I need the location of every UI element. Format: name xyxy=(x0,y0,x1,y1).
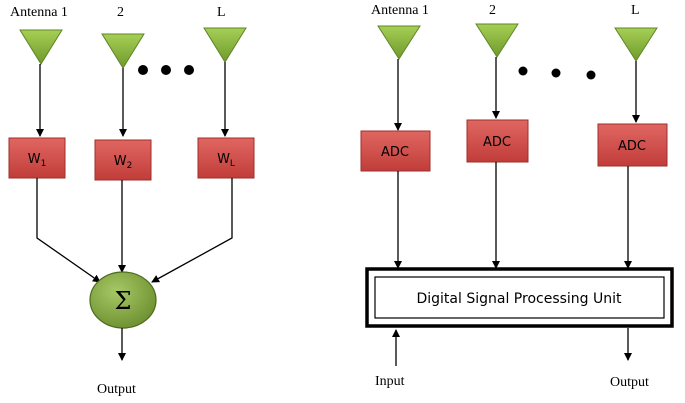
antenna-icon xyxy=(377,25,421,60)
signal-arrow xyxy=(36,178,101,283)
analog-output-label: Output xyxy=(97,382,136,397)
digital-antenna-label-1: Antenna 1 xyxy=(371,3,429,18)
adc-label-1: ADC xyxy=(381,145,409,160)
adc-box-2 xyxy=(466,119,529,163)
signal-arrow xyxy=(151,178,233,283)
antenna-icon xyxy=(475,23,519,58)
weight-label-1: W1 xyxy=(28,152,47,169)
ellipsis-dot xyxy=(161,65,171,75)
adc-box-1 xyxy=(360,130,431,172)
ellipsis-dot xyxy=(184,65,194,75)
weight-label-L: WL xyxy=(217,152,235,169)
summer-node xyxy=(89,271,157,329)
digital-antenna-label-2: 2 xyxy=(489,3,496,18)
analog-antenna-label-2: 2 xyxy=(117,5,124,20)
analog-antenna-label-L: L xyxy=(217,5,226,20)
summation-icon: Σ xyxy=(115,287,132,315)
weight-box-L xyxy=(197,137,255,179)
weight-label-2: W2 xyxy=(114,154,133,171)
weight-box-1 xyxy=(8,137,66,179)
antenna-icon xyxy=(19,29,63,65)
digital-output-label: Output xyxy=(610,375,649,390)
digital-antenna-label-L: L xyxy=(631,3,640,18)
adc-label-L: ADC xyxy=(618,139,646,154)
adc-box-L xyxy=(597,123,668,167)
digital-beamformer: Antenna 1 2 L ADC ADC ADC Digital Signal… xyxy=(360,3,674,390)
ellipsis-dot xyxy=(138,65,148,75)
antenna-icon xyxy=(101,33,145,69)
antenna-icon xyxy=(614,27,658,62)
antenna-icon xyxy=(203,27,247,63)
adc-label-2: ADC xyxy=(483,135,511,150)
dsp-unit-inner xyxy=(374,276,665,319)
digital-input-label: Input xyxy=(375,374,405,389)
analog-beamformer: Antenna 1 2 L W1 W2 WL Σ Output xyxy=(8,5,255,397)
weight-box-2 xyxy=(94,139,152,181)
analog-antenna-label-1: Antenna 1 xyxy=(10,5,68,20)
ellipsis-dot xyxy=(586,70,596,80)
ellipsis-dot xyxy=(551,68,561,78)
ellipsis-dot xyxy=(518,66,528,76)
dsp-unit-label: Digital Signal Processing Unit xyxy=(416,291,622,307)
